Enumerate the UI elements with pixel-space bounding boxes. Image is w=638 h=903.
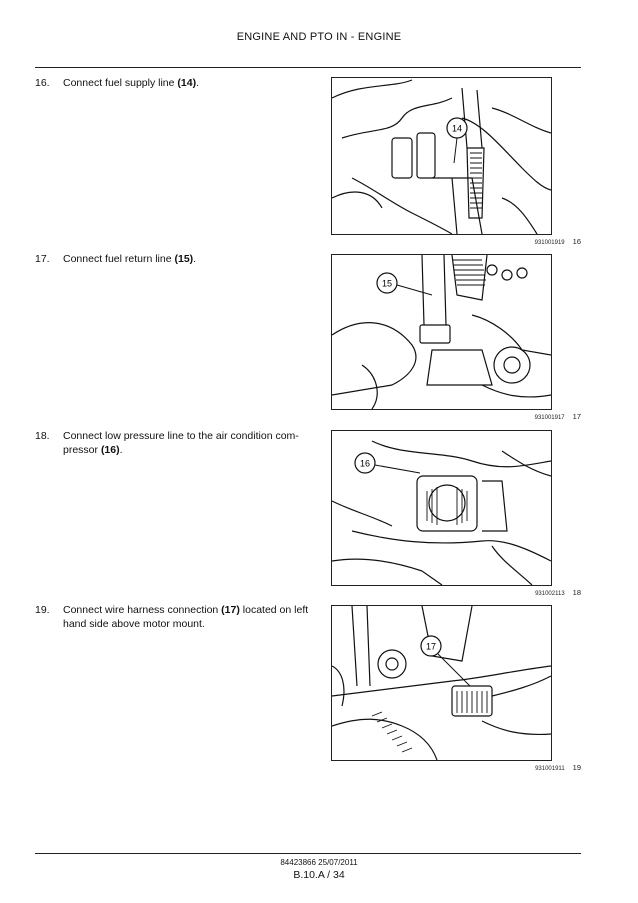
figure-image: 17 xyxy=(331,605,552,761)
step-number: 19. xyxy=(35,604,50,616)
figure-caption: 931001919 16 xyxy=(535,237,581,246)
step-ref: (14) xyxy=(177,77,197,89)
step-text: Connect wire harness connection (17) loc… xyxy=(63,603,315,631)
image-code: 931001919 xyxy=(534,240,565,246)
figure-caption: 931002113 18 xyxy=(535,588,581,597)
figure-17: 15 931001917 17 xyxy=(331,254,581,424)
figure-number: 18 xyxy=(572,588,581,597)
step-text-post: . xyxy=(193,253,197,265)
step-text-pre: Connect fuel return line xyxy=(63,253,175,265)
step-text-post: located on left hand side above motor mo… xyxy=(63,604,309,630)
step-ref: (17) xyxy=(221,604,240,616)
figure-16: 14 931001919 16 xyxy=(331,77,581,247)
step-text: Connect fuel return line (15). xyxy=(63,252,315,266)
step-ref: (15) xyxy=(174,253,194,265)
step-text: Connect fuel supply line (14). xyxy=(63,76,315,90)
figure-image: 15 xyxy=(331,254,552,410)
image-code: 931002113 xyxy=(535,591,565,597)
image-code: 931001911 xyxy=(535,766,565,772)
step-number: 17. xyxy=(35,253,50,265)
figure-number: 17 xyxy=(572,412,581,421)
engine-illustration-fuel-return: 15 xyxy=(332,255,551,409)
callout-label: 14 xyxy=(452,124,462,134)
page-number: B.10.A / 34 xyxy=(293,869,345,881)
figure-image: 16 xyxy=(331,430,552,586)
step-text: Connect low pressure line to the air con… xyxy=(63,429,315,457)
step-text-post: . xyxy=(196,77,200,89)
figure-19: 17 931001911 19 xyxy=(331,605,581,775)
footer-rule xyxy=(35,853,581,854)
callout-label: 15 xyxy=(382,279,392,289)
callout-label: 17 xyxy=(426,642,436,652)
header-rule xyxy=(35,67,581,68)
page-header: ENGINE AND PTO IN - ENGINE xyxy=(236,31,402,43)
step-number: 18. xyxy=(35,430,50,442)
document-code: 84423866 25/07/2011 xyxy=(280,858,358,867)
step-text-post: . xyxy=(119,444,123,456)
engine-illustration-ac-compressor: 16 xyxy=(332,440,551,585)
callout-label: 16 xyxy=(360,459,370,469)
figure-image: 14 xyxy=(331,77,552,235)
engine-illustration-wire-harness: 17 xyxy=(332,606,551,760)
figure-caption: 931001917 17 xyxy=(535,412,581,421)
figure-number: 19 xyxy=(572,763,581,772)
figure-number: 16 xyxy=(572,237,581,246)
step-number: 16. xyxy=(35,77,50,89)
image-code: 931001917 xyxy=(534,415,565,421)
step-text-pre: Connect fuel supply line xyxy=(63,77,178,89)
step-text-pre: Connect low pressure line to the air con… xyxy=(63,430,299,456)
step-text-pre: Connect wire harness connection xyxy=(63,604,222,616)
step-ref: (16) xyxy=(100,444,120,456)
engine-illustration-fuel-supply: 14 xyxy=(332,79,551,234)
figure-caption: 931001911 19 xyxy=(535,763,581,772)
figure-18: 16 931002113 18 xyxy=(331,430,581,600)
